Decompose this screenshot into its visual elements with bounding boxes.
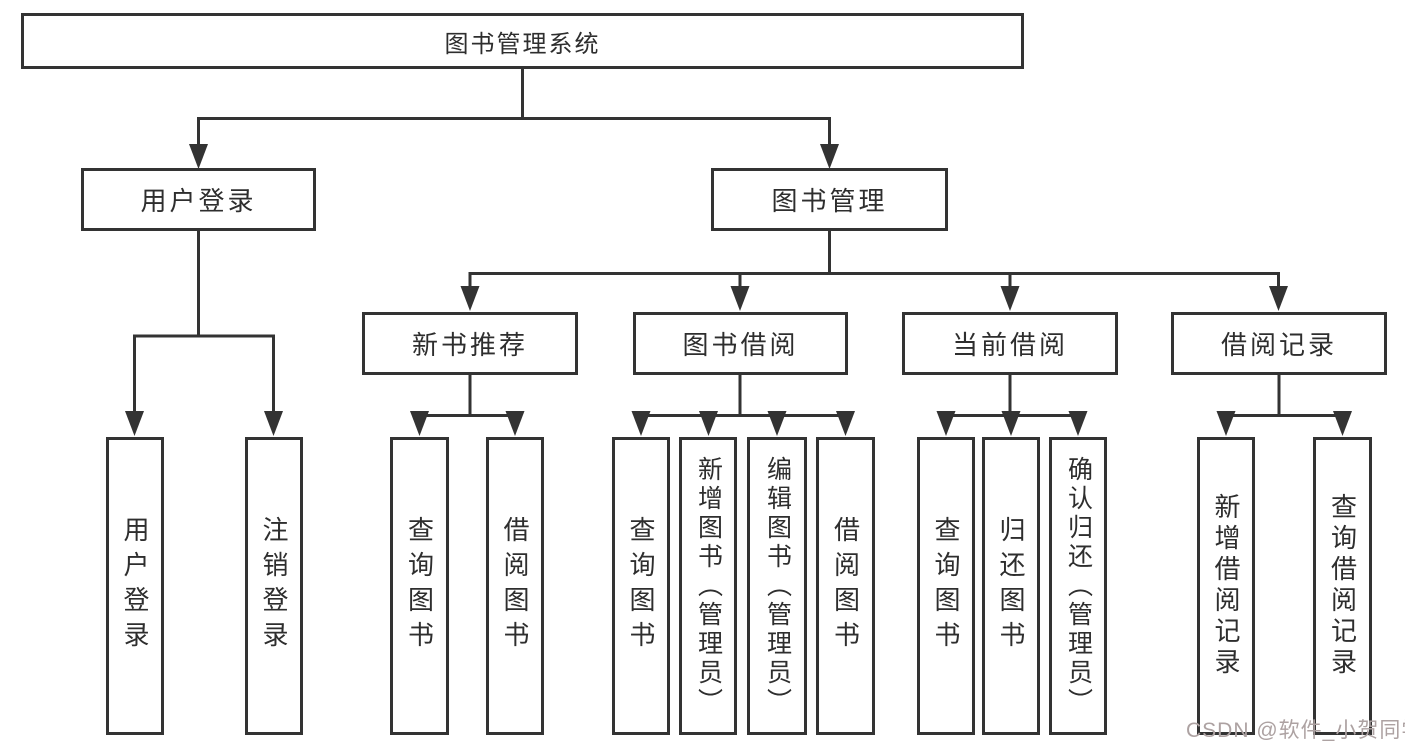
node-label: 用户登录 — [120, 516, 150, 656]
node-label: 新书推荐 — [411, 330, 528, 360]
node-label: 注销登录 — [259, 516, 289, 656]
node-add-books-admin: 新增图书（管理员） — [679, 437, 737, 735]
node-query-books-current: 查询图书 — [917, 437, 975, 735]
node-book-borrowing: 图书借阅 — [633, 312, 848, 375]
node-borrow-books-recommend: 借阅图书 — [486, 437, 544, 735]
node-confirm-return-admin: 确认归还（管理员） — [1049, 437, 1107, 735]
node-label: 归还图书 — [996, 516, 1026, 656]
node-label: 图书借阅 — [682, 330, 799, 360]
node-new-book-recommend: 新书推荐 — [362, 312, 578, 375]
node-label: 用户登录 — [140, 186, 257, 216]
node-label: 查询借阅记录 — [1327, 493, 1358, 679]
node-edit-books-admin: 编辑图书（管理员） — [747, 437, 807, 735]
node-query-books-recommend: 查询图书 — [390, 437, 449, 735]
node-label: 查询图书 — [626, 516, 656, 656]
watermark: CSDN @软件_小贺同学 — [1186, 719, 1405, 742]
node-label: 借阅图书 — [830, 516, 861, 656]
node-label: 查询图书 — [931, 516, 961, 656]
node-return-books: 归还图书 — [982, 437, 1040, 735]
node-label: 新增借阅记录 — [1211, 493, 1241, 679]
node-system-root: 图书管理系统 — [21, 13, 1024, 69]
node-query-books-borrow: 查询图书 — [612, 437, 670, 735]
node-query-borrow-record: 查询借阅记录 — [1313, 437, 1372, 735]
node-label: 新增图书（管理员） — [694, 455, 723, 717]
node-label: 查询图书 — [404, 516, 435, 656]
node-user-login-module: 用户登录 — [81, 168, 316, 231]
node-logout-action: 注销登录 — [245, 437, 303, 735]
node-current-borrowing: 当前借阅 — [902, 312, 1118, 375]
node-label: 图书管理 — [771, 186, 888, 216]
arrowheads — [125, 144, 1352, 436]
node-label: 确认归还（管理员） — [1064, 455, 1093, 717]
node-label: 借阅图书 — [500, 516, 530, 656]
node-label: 编辑图书（管理员） — [763, 455, 792, 717]
node-user-login-action: 用户登录 — [106, 437, 164, 735]
node-label: 图书管理系统 — [444, 30, 601, 58]
node-book-management-module: 图书管理 — [711, 168, 948, 231]
node-label: 借阅记录 — [1220, 330, 1337, 360]
node-borrow-records: 借阅记录 — [1171, 312, 1387, 375]
node-add-borrow-record: 新增借阅记录 — [1197, 437, 1255, 735]
node-label: 当前借阅 — [951, 330, 1068, 360]
node-borrow-books-action: 借阅图书 — [816, 437, 875, 735]
